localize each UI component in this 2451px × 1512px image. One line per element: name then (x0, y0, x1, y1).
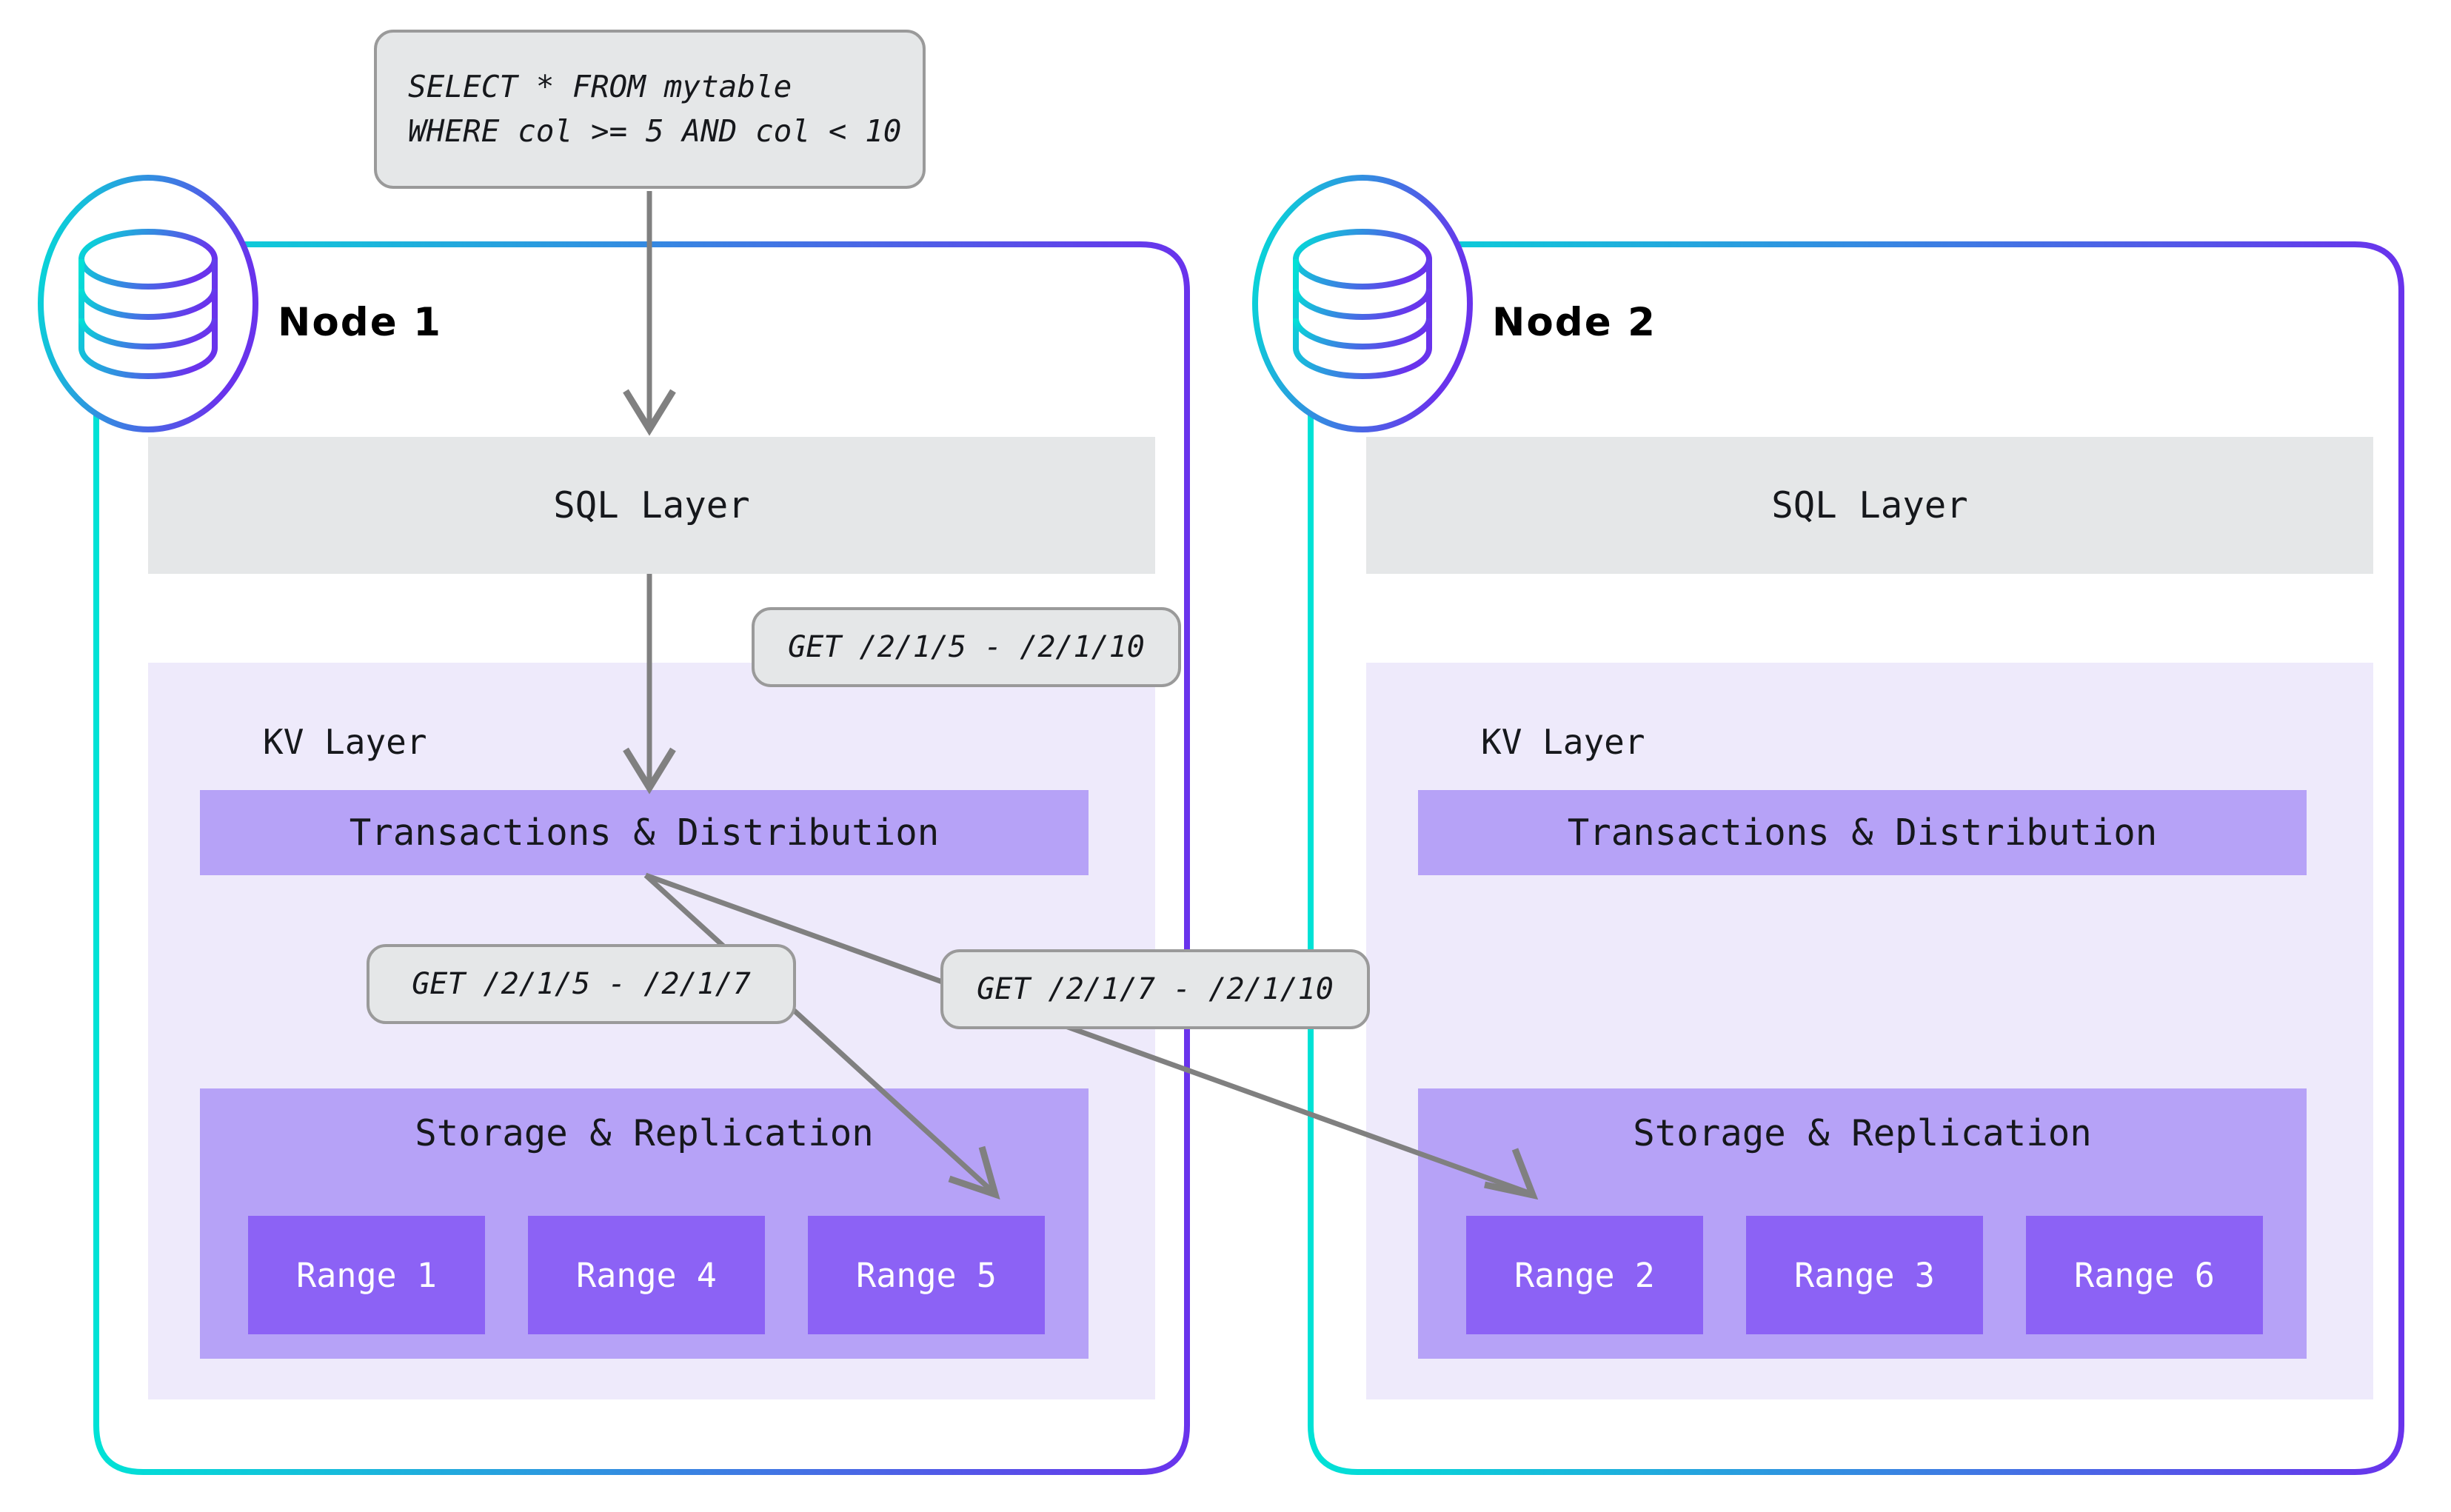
node-1-transactions-box: Transactions & Distribution (200, 790, 1089, 875)
node-2-range-box-6[interactable]: Range 6 (2026, 1216, 2263, 1334)
node-1-sql-layer-label: SQL Layer (553, 484, 750, 526)
node-1-kv-layer: KV Layer Transactions & Distribution Sto… (148, 663, 1155, 1399)
node-2-title: Node 2 (1492, 300, 1656, 345)
range-label: Range 4 (576, 1255, 717, 1295)
callout-range-local: GET /2/1/5 - /2/1/7 (367, 944, 796, 1024)
range-label: Range 3 (1794, 1255, 1935, 1295)
node-2-transactions-box: Transactions & Distribution (1418, 790, 2307, 875)
node-1-range-box-5[interactable]: Range 5 (808, 1216, 1045, 1334)
callout-range-remote-label: GET /2/1/7 - /2/1/10 (977, 972, 1334, 1006)
range-label: Range 1 (296, 1255, 437, 1295)
node-1-title: Node 1 (278, 300, 442, 345)
range-label: Range 6 (2074, 1255, 2215, 1295)
node-1-storage-box: Storage & Replication Range 1 Range 4 Ra… (200, 1088, 1089, 1359)
node-1-range-box-4[interactable]: Range 4 (528, 1216, 765, 1334)
node-1-sql-layer: SQL Layer (148, 437, 1155, 574)
node-2-sql-layer: SQL Layer (1366, 437, 2373, 574)
node-2-range-box-2[interactable]: Range 2 (1466, 1216, 1703, 1334)
node-1-range-box-1[interactable]: Range 1 (248, 1216, 485, 1334)
callout-kv-request: GET /2/1/5 - /2/1/10 (752, 607, 1181, 687)
database-icon (1252, 175, 1473, 432)
node-2-transactions-label: Transactions & Distribution (1567, 812, 2158, 854)
node-1-transactions-label: Transactions & Distribution (349, 812, 940, 854)
node-2-storage-label: Storage & Replication (1633, 1112, 2092, 1154)
range-label: Range 2 (1514, 1255, 1655, 1295)
node-1-kv-layer-label: KV Layer (263, 722, 427, 762)
node-2-range-box-3[interactable]: Range 3 (1746, 1216, 1983, 1334)
node-2-kv-layer-label: KV Layer (1481, 722, 1645, 762)
sql-query-line-1: SELECT * FROM mytable (408, 69, 792, 105)
callout-kv-request-label: GET /2/1/5 - /2/1/10 (788, 630, 1145, 664)
node-2-sql-layer-label: SQL Layer (1771, 484, 1968, 526)
callout-range-local-label: GET /2/1/5 - /2/1/7 (412, 967, 751, 1001)
callout-range-remote: GET /2/1/7 - /2/1/10 (940, 949, 1370, 1029)
database-icon (38, 175, 258, 432)
node-1-storage-label: Storage & Replication (415, 1112, 874, 1154)
range-label: Range 5 (856, 1255, 997, 1295)
sql-query-line-2: WHERE col >= 5 AND col < 10 (408, 113, 902, 149)
sql-query-callout: SELECT * FROM mytable WHERE col >= 5 AND… (374, 30, 926, 189)
node-2-storage-box: Storage & Replication Range 2 Range 3 Ra… (1418, 1088, 2307, 1359)
arrow-query-to-sql (623, 191, 676, 436)
node-2-kv-layer: KV Layer Transactions & Distribution Sto… (1366, 663, 2373, 1399)
